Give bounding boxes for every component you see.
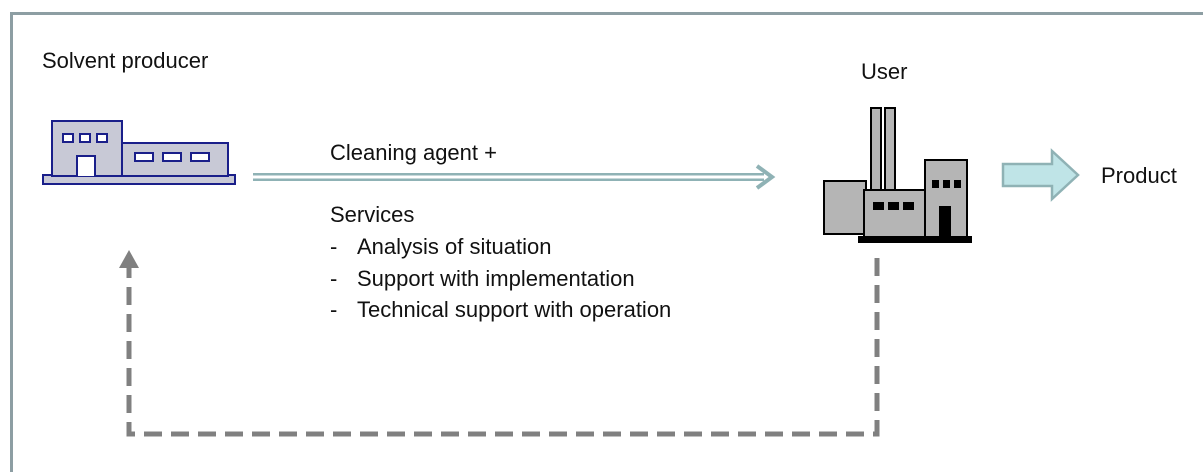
list-marker: -	[330, 234, 338, 259]
list-marker: -	[330, 297, 338, 322]
product-label: Product	[1101, 163, 1177, 188]
solvent-producer-label: Solvent producer	[42, 48, 209, 73]
diagram-frame	[10, 12, 1203, 472]
list-marker: -	[330, 265, 338, 291]
list-item: - Technical support with operation	[330, 297, 671, 329]
diagram-canvas	[42, 107, 1080, 437]
user-factory-icon	[823, 107, 972, 243]
product-arrow	[1001, 148, 1080, 202]
services-list: - Analysis of situation - Support with i…	[330, 234, 671, 329]
list-item: - Analysis of situation	[330, 234, 671, 266]
cleaning-agent-label: Cleaning agent +	[330, 140, 497, 165]
service-item-analysis: Analysis of situation	[357, 234, 552, 259]
cleaning-agent-flow-arrow	[253, 164, 776, 190]
services-title: Services	[330, 202, 415, 227]
list-item: - Support with implementation	[330, 266, 671, 298]
solvent-producer-building-icon	[42, 120, 236, 185]
service-item-implementation: Support with implementation	[357, 265, 635, 291]
user-label: User	[861, 59, 908, 84]
service-item-operation: Technical support with operation	[357, 297, 672, 322]
feedback-dashed-arrow	[119, 250, 880, 437]
